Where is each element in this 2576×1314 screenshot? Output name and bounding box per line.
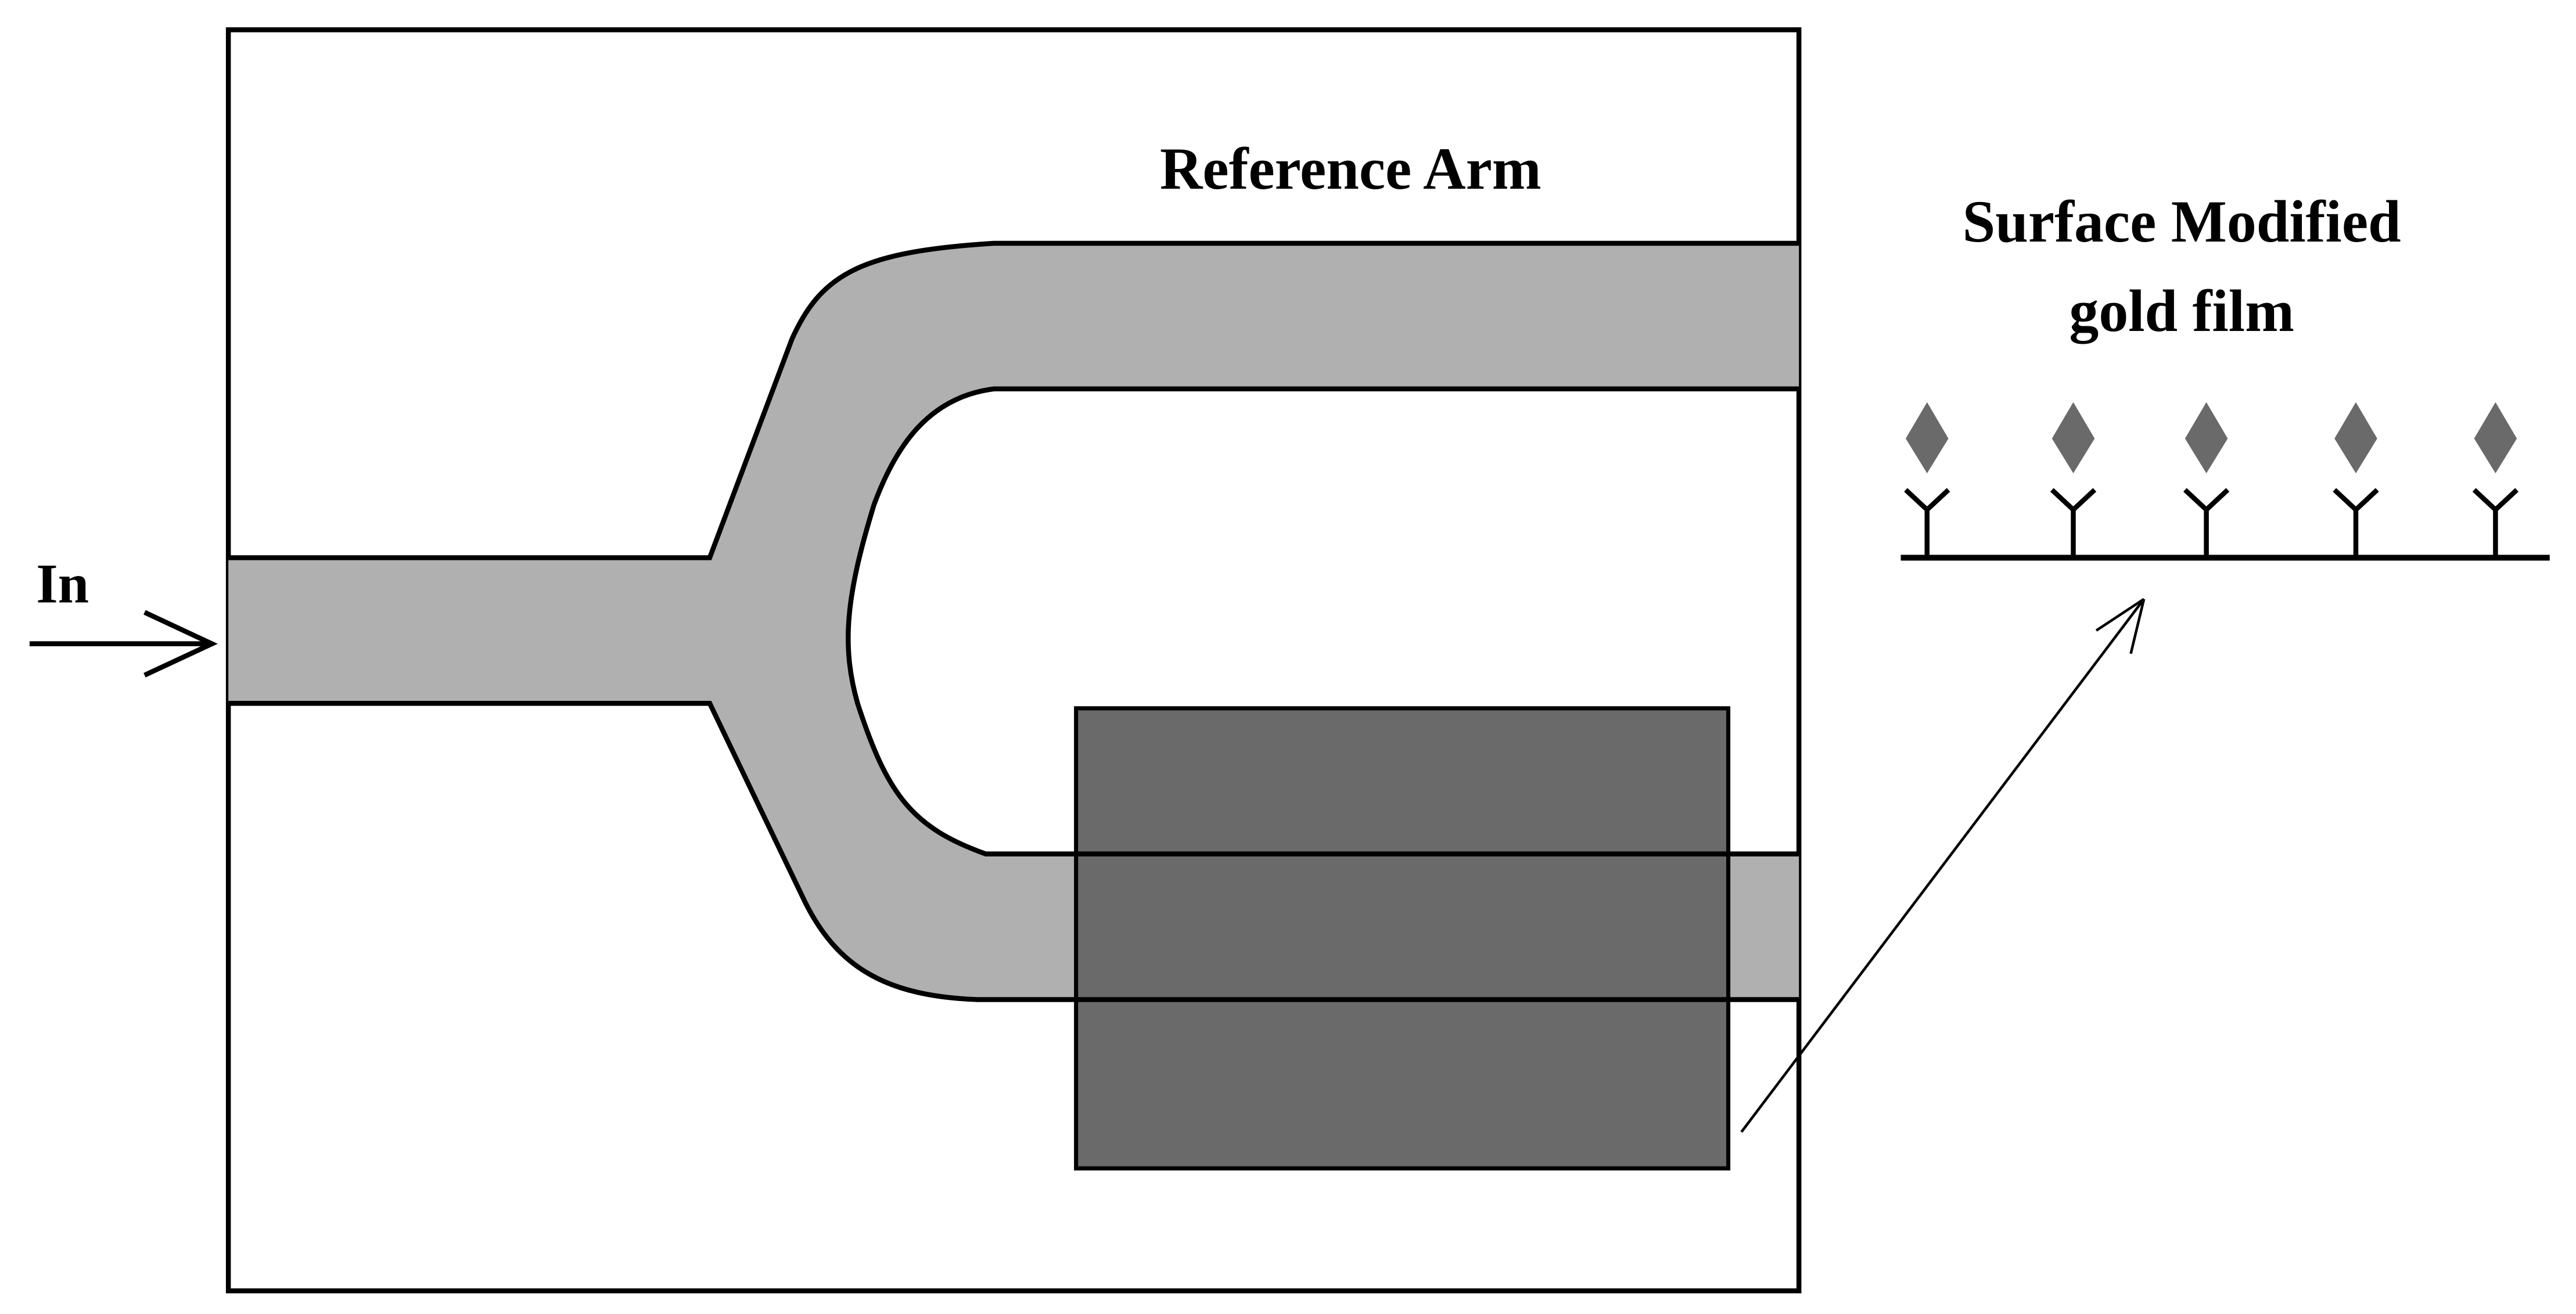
- molecule-diamond: [2474, 402, 2517, 474]
- receptor-with-molecule: [1904, 402, 1950, 558]
- surface-label-line1: Surface Modified: [1963, 189, 2401, 255]
- receptor-with-molecule: [2472, 402, 2519, 558]
- molecule-diamond: [2052, 402, 2095, 474]
- receptor-antibody: [2183, 488, 2230, 558]
- receptor-antibody: [2333, 488, 2379, 558]
- callout-arrow: [1740, 597, 2146, 1133]
- input-label: In: [36, 552, 89, 614]
- molecule-diamond: [2334, 402, 2377, 474]
- receptor-antibody: [2050, 488, 2097, 558]
- receptor-antibody: [2472, 488, 2519, 558]
- molecule-diamond: [2185, 402, 2228, 474]
- waveguide-outer-upper-edge: [228, 240, 1799, 560]
- molecule-diamond: [1905, 402, 1949, 474]
- receptor-with-molecule: [2050, 402, 2097, 558]
- input-arrow: [29, 610, 218, 678]
- receptor-with-molecule: [2333, 402, 2379, 558]
- sensing-pad: [1074, 706, 1731, 1171]
- surface-label-line2: gold film: [2069, 279, 2294, 344]
- receptor-with-molecule: [2183, 402, 2230, 558]
- receptor-group: [1904, 402, 2519, 558]
- waveguide-outer-lower-edge: [228, 701, 1799, 1002]
- reference-arm-label: Reference Arm: [1160, 136, 1542, 202]
- waveguide-inner-edge: [846, 386, 1799, 856]
- receptor-antibody: [1904, 488, 1950, 558]
- gold-film-detail: [1900, 402, 2550, 561]
